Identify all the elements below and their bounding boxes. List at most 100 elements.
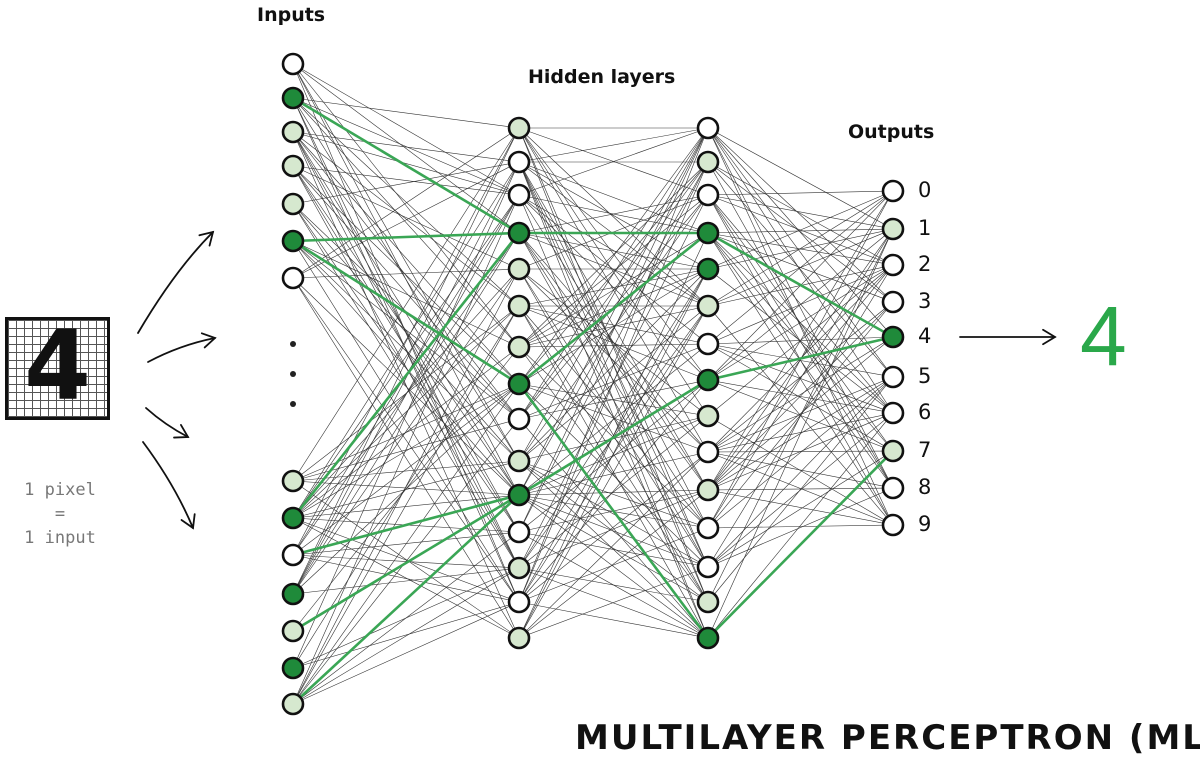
connection-line <box>518 127 709 533</box>
connection-line <box>707 161 894 266</box>
input-neuron <box>281 619 305 643</box>
connection-line <box>518 460 709 529</box>
connection-line <box>707 376 894 453</box>
hidden1-neuron <box>507 257 531 281</box>
connection-line <box>518 232 709 639</box>
highlighted-connections <box>291 96 894 705</box>
output-number: 4 <box>918 324 932 348</box>
connection-line <box>292 268 520 595</box>
ellipsis-dot <box>290 371 296 377</box>
connection-line <box>292 268 520 705</box>
connection-line <box>292 97 520 348</box>
connection-line <box>518 127 709 420</box>
connection-line <box>518 232 709 307</box>
input-neuron <box>281 86 305 110</box>
output-neuron <box>881 439 905 463</box>
hidden2-neuron <box>696 116 720 140</box>
connection-line <box>518 127 709 307</box>
connection-line <box>292 131 520 385</box>
connection-line <box>292 63 520 462</box>
hidden1-neuron <box>507 407 531 431</box>
connection-line <box>518 305 709 462</box>
connection-line <box>707 194 894 414</box>
connection-line <box>518 232 709 529</box>
connection-line <box>292 161 520 669</box>
connection-line <box>707 190 894 307</box>
input-arrow <box>147 337 216 363</box>
connection-line <box>292 460 520 519</box>
hidden1-neuron <box>507 150 531 174</box>
hidden2-neuron <box>696 257 720 281</box>
output-neuron <box>881 476 905 500</box>
connection-line <box>292 194 520 595</box>
input-arrow-head <box>180 513 196 530</box>
connection-line <box>292 240 520 348</box>
connection-line <box>518 489 709 639</box>
connection-line <box>518 127 709 381</box>
connection-line <box>518 494 709 603</box>
connection-line <box>518 127 709 603</box>
connection-line <box>518 383 709 568</box>
connection-line <box>292 480 520 639</box>
connection-line <box>707 376 894 603</box>
highlighted-connection <box>292 96 520 235</box>
connection-line <box>707 376 894 529</box>
connection-line <box>707 127 894 303</box>
connection-line <box>707 412 894 453</box>
connection-line <box>292 97 520 129</box>
connection-line <box>292 203 520 569</box>
input-arrow <box>145 407 189 438</box>
hidden1-neuron <box>507 335 531 359</box>
input-neuron <box>281 229 305 253</box>
connection-line <box>292 277 520 639</box>
connection-line <box>707 343 894 452</box>
hidden1-neuron <box>507 294 531 318</box>
connection-line <box>518 415 709 496</box>
highlighted-connection <box>518 378 709 497</box>
hidden1-neuron <box>507 520 531 544</box>
hidden2-neuron <box>696 626 720 650</box>
hidden1-neuron <box>507 556 531 580</box>
hidden1-neuron <box>507 483 531 507</box>
hidden2-neuron <box>696 590 720 614</box>
connection-line <box>292 240 520 496</box>
connection-line <box>518 127 709 417</box>
inputs-label: Inputs <box>257 4 326 26</box>
connection-line <box>292 97 520 569</box>
connection-line <box>292 127 520 595</box>
hidden2-neuron <box>696 440 720 464</box>
output-number: 1 <box>918 216 932 240</box>
connection-line <box>707 190 894 491</box>
hidden1-neuron <box>507 221 531 245</box>
input-arrow <box>137 231 214 334</box>
connection-line <box>518 127 709 496</box>
hidden2-neuron <box>696 332 720 356</box>
input-neuron <box>281 266 305 290</box>
output-neuron <box>881 325 905 349</box>
connection-line <box>518 531 709 568</box>
connection-line <box>707 376 894 568</box>
output-number: 5 <box>918 364 932 388</box>
input-neuron <box>281 506 305 530</box>
connection-line <box>518 379 709 533</box>
connection-line <box>518 460 709 603</box>
connection-line <box>292 127 520 279</box>
connection-line <box>518 268 709 307</box>
highlighted-connection <box>292 493 520 633</box>
highlighted-connection <box>292 494 520 705</box>
hidden1-neuron <box>507 372 531 396</box>
connection-line <box>707 412 894 639</box>
highlighted-connection <box>292 231 520 243</box>
connection-line <box>518 268 709 639</box>
output-neuron <box>881 179 905 203</box>
hidden2-neuron <box>696 221 720 245</box>
hidden2-neuron <box>696 404 720 428</box>
output-neuron <box>881 513 905 537</box>
connection-line <box>292 63 520 196</box>
arrows <box>137 230 1057 530</box>
diagram-title: MULTILAYER PERCEPTRON (MLP) <box>575 718 1200 758</box>
hidden2-neuron <box>696 478 720 502</box>
hidden1-neuron <box>507 626 531 650</box>
connection-line <box>518 383 709 417</box>
connection-line <box>292 383 520 705</box>
